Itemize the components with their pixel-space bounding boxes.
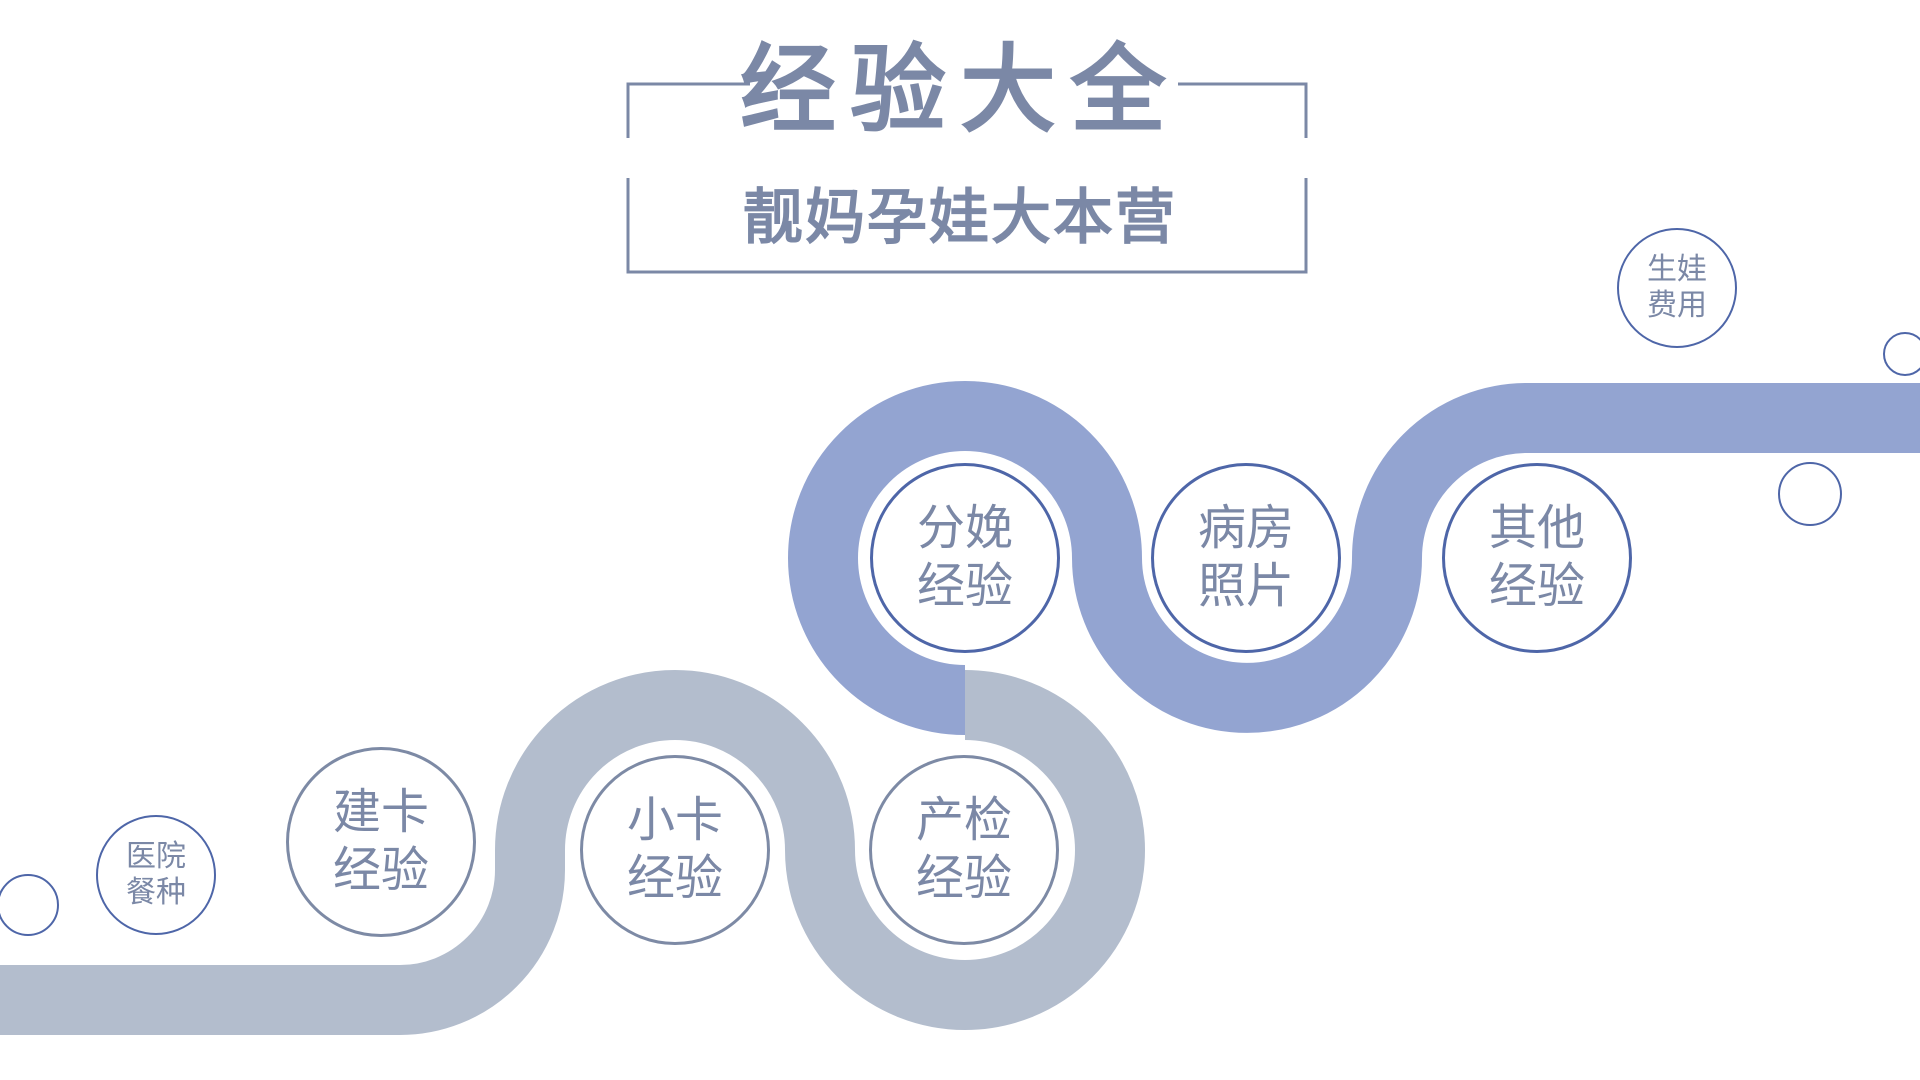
node-label: 产检经验 [915,792,1012,906]
decor-circle-left [0,874,59,936]
title-frame [626,82,1308,274]
node-label: 医院餐种 [126,839,186,910]
path-band-light [0,670,1146,1035]
node-small-card[interactable]: 小卡经验 [580,755,770,945]
page-title: 经验大全 [740,34,1180,146]
frame-top-right [1178,82,1308,138]
node-hospital-meals[interactable]: 医院餐种 [96,815,216,935]
node-delivery[interactable]: 分娩经验 [870,463,1060,653]
node-other[interactable]: 其他经验 [1442,463,1632,653]
node-label: 其他经验 [1488,500,1585,614]
node-label: 小卡经验 [626,792,723,906]
page-subtitle: 靓妈孕娃大本营 [743,183,1177,253]
node-prenatal-check[interactable]: 产检经验 [869,755,1059,945]
node-label: 病房照片 [1197,500,1294,614]
node-registration[interactable]: 建卡经验 [286,747,476,937]
path-band-dark [787,381,1920,735]
decor-circle-right [1778,462,1842,526]
node-label: 生娃费用 [1647,252,1707,323]
decor-circle-edge [1883,332,1920,376]
node-label: 分娩经验 [916,500,1013,614]
frame-top-left [626,82,750,138]
node-ward-photos[interactable]: 病房照片 [1151,463,1341,653]
node-label: 建卡经验 [332,784,429,898]
frame-bottom [626,178,1308,274]
node-birth-cost[interactable]: 生娃费用 [1617,228,1737,348]
